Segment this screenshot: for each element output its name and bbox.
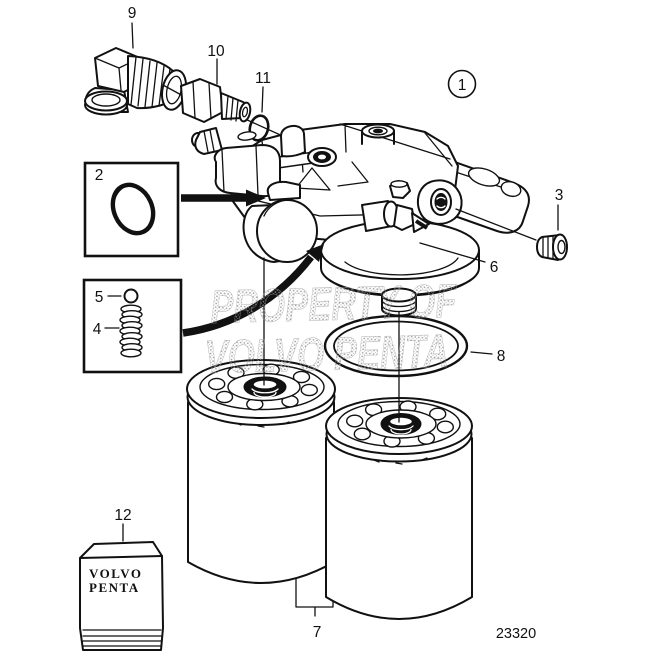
top-hex-plug [389, 180, 411, 199]
callouts: 9 10 11 1 2 3 5 4 6 8 7 12 [93, 5, 564, 641]
fuel-filter-left [186, 359, 336, 584]
pointer-arrow-valve [182, 254, 314, 337]
watermark: PROPERTY OF VOLVO PENTA [204, 273, 458, 383]
inset-box-oring [83, 161, 266, 258]
callout-5: 5 [95, 289, 104, 306]
plug-axis-line [455, 208, 537, 241]
callout-7: 7 [313, 624, 322, 641]
callout-4: 4 [93, 321, 102, 338]
ball-part5 [123, 288, 139, 304]
callout-1: 1 [458, 77, 467, 94]
callout-9: 9 [128, 5, 137, 22]
front-cup [242, 180, 318, 263]
callout-10: 10 [207, 43, 225, 60]
outlet-lug [416, 179, 463, 225]
union-nipple-part10 [180, 78, 252, 123]
filter-head-assembly [191, 123, 530, 317]
center-nipple [381, 287, 417, 317]
filters-group-bracket [295, 577, 334, 617]
callout-balloon-1 [447, 69, 477, 99]
callout-3: 3 [555, 187, 564, 204]
fuel-filter-right [325, 397, 473, 620]
callout-8: 8 [497, 348, 506, 365]
rear-boss [361, 123, 395, 145]
parts-kit-box: VOLVO PENTA [79, 541, 164, 651]
watermark-line2: VOLVO PENTA [204, 324, 449, 383]
package-brand-line1: VOLVO [89, 566, 142, 581]
spring-part4 [119, 304, 143, 358]
callout-2: 2 [95, 167, 104, 184]
inset-box-valve-spring [82, 244, 324, 374]
bleeder-screw [361, 200, 430, 233]
inlet-clamp [271, 125, 337, 169]
callout-11: 11 [255, 70, 271, 87]
seal-ring-part8 [323, 314, 469, 378]
drawing-number: 23320 [496, 626, 536, 642]
package-brand-line2: PENTA [89, 580, 140, 595]
callout-6: 6 [490, 259, 499, 276]
elbow-fitting-part9 [84, 47, 187, 116]
watermark-line1: PROPERTY OF [210, 274, 458, 333]
oring-part2 [110, 182, 156, 236]
callout-12: 12 [114, 507, 131, 524]
left-valve-body [191, 127, 281, 198]
threaded-plug-part3 [536, 233, 568, 261]
small-oring-part11 [248, 114, 270, 142]
